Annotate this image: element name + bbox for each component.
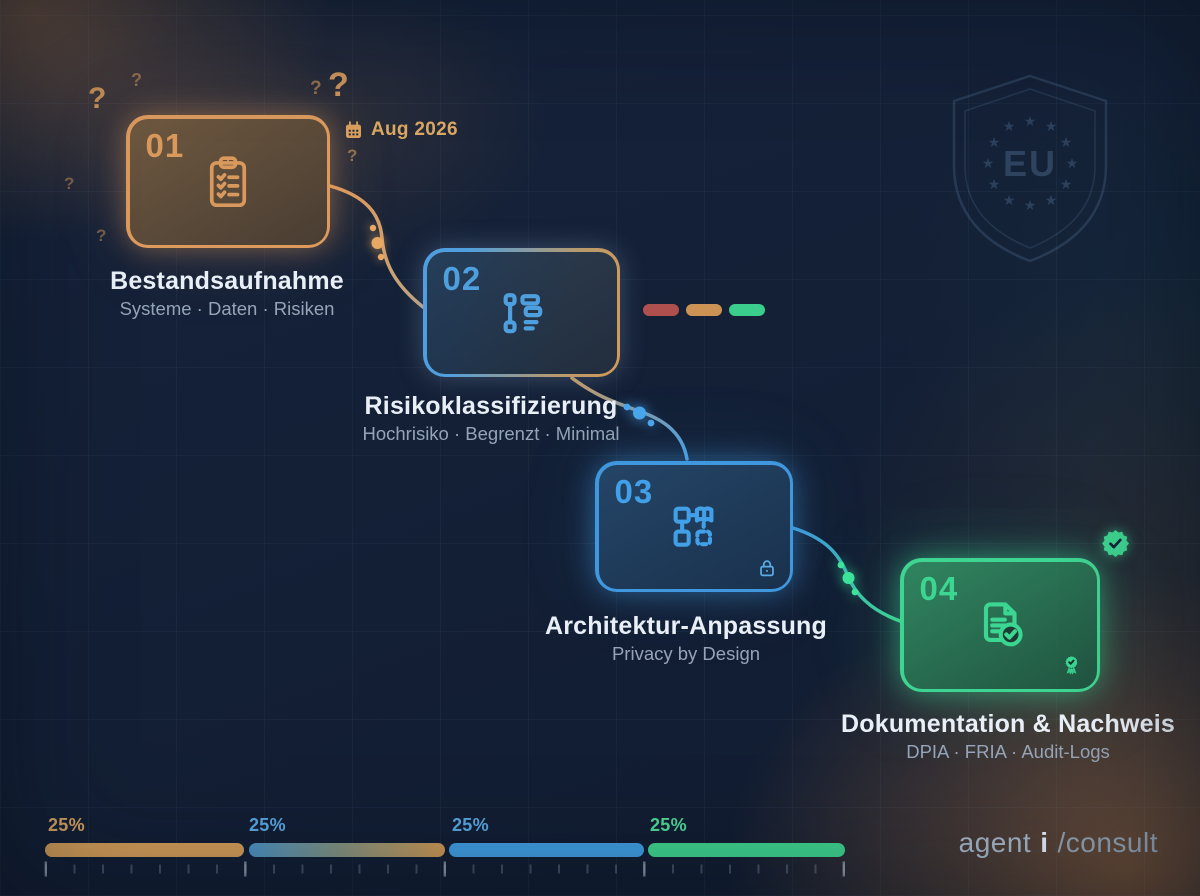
svg-text:★: ★ (1003, 118, 1016, 134)
step-card-04: 04 (900, 558, 1100, 692)
question-mark-decor: ? (131, 70, 142, 90)
svg-text:★: ★ (988, 176, 1001, 192)
connector-dots-orange (369, 224, 385, 261)
step-label-02: Risikoklassifizierung Hochrisiko · Begre… (321, 391, 661, 447)
shield-outline-icon (952, 74, 1108, 263)
step-label-04: Dokumentation & Nachweis DPIA · FRIA · A… (838, 709, 1178, 765)
step-number: 02 (442, 259, 482, 297)
lock-icon (759, 559, 774, 576)
step-label-03: Architektur-Anpassung Privacy by Design (516, 611, 856, 667)
question-mark-decor: ? (310, 78, 322, 99)
eu-watermark-label: EU (1003, 143, 1057, 184)
step-title: Bestandsaufnahme (110, 267, 344, 295)
limited-risk-pill (686, 304, 722, 316)
classification-tree-icon (503, 292, 542, 333)
brand-agent: agent (958, 827, 1032, 858)
high-risk-pill (643, 304, 679, 316)
progress-label-4: 25% (650, 815, 687, 835)
risk-level-pills (643, 304, 765, 316)
connector-step3-step4 (791, 526, 902, 623)
document-check-icon (983, 602, 1023, 647)
progress-label-3: 25% (452, 815, 489, 835)
svg-text:★: ★ (988, 134, 1001, 150)
question-mark-decor: ? (64, 174, 75, 193)
step-subtitle: Privacy by Design (611, 643, 761, 664)
brand-consult: /consult (1057, 827, 1158, 858)
brand-i: i (1040, 827, 1049, 858)
step-title: Risikoklassifizierung (364, 392, 618, 420)
progress-label-1: 25% (48, 815, 85, 835)
svg-text:★: ★ (1024, 113, 1037, 129)
progress-ruler (44, 861, 852, 877)
progress-segment-2 (249, 843, 445, 857)
svg-text:★: ★ (1024, 197, 1037, 213)
progress-label-2: 25% (249, 815, 286, 835)
svg-text:★: ★ (1060, 134, 1073, 150)
award-ribbon-icon (1064, 655, 1078, 675)
svg-text:★: ★ (1066, 155, 1079, 171)
progress-segment-4 (648, 843, 845, 857)
eu-stars: ★★★ ★★★ ★★★ ★★★ (982, 113, 1079, 213)
progress-segment-1 (45, 843, 244, 857)
svg-text:★: ★ (1060, 176, 1073, 192)
progress-segment-3 (449, 843, 644, 857)
step-title: Dokumentation & Nachweis (840, 710, 1176, 738)
question-mark-decor: ? (96, 226, 107, 245)
deadline-badge: Aug 2026 (344, 119, 458, 141)
svg-text:★: ★ (1003, 192, 1016, 208)
step-subtitle: Systeme · Daten · Risiken (119, 298, 335, 319)
deadline-label: Aug 2026 (371, 119, 458, 140)
question-mark-decor: ? (347, 146, 358, 165)
check-seal-icon (1102, 530, 1129, 557)
svg-text:★: ★ (982, 155, 995, 171)
step-number: 04 (919, 569, 959, 607)
step-title: Architektur-Anpassung (544, 612, 827, 640)
step-subtitle: Hochrisiko · Begrenzt · Minimal (362, 423, 620, 444)
question-mark-decor: ? (328, 66, 349, 104)
eu-shield-watermark: ★★★ ★★★ ★★★ ★★★ EU (952, 74, 1108, 263)
minimal-risk-pill (729, 304, 765, 316)
step-number: 01 (145, 126, 185, 164)
step-card-01: 01 (126, 115, 330, 248)
clipboard-checklist-icon (209, 155, 247, 207)
step-number: 03 (614, 472, 654, 510)
shield-inner-outline-icon (964, 88, 1096, 249)
question-mark-decor: ? (88, 82, 107, 115)
step-card-03: 03 (595, 461, 793, 592)
svg-text:★: ★ (1045, 118, 1058, 134)
progress-timeline: 25% 25% 25% 25% (0, 815, 1200, 877)
svg-text:★: ★ (1045, 192, 1058, 208)
step-card-02: 02 (423, 248, 620, 377)
connector-dots-green (837, 561, 859, 596)
step-label-01: Bestandsaufnahme Systeme · Daten · Risik… (57, 266, 397, 322)
calendar-icon (345, 120, 362, 138)
architecture-modules-icon (673, 505, 714, 547)
step-subtitle: DPIA · FRIA · Audit-Logs (906, 741, 1110, 762)
